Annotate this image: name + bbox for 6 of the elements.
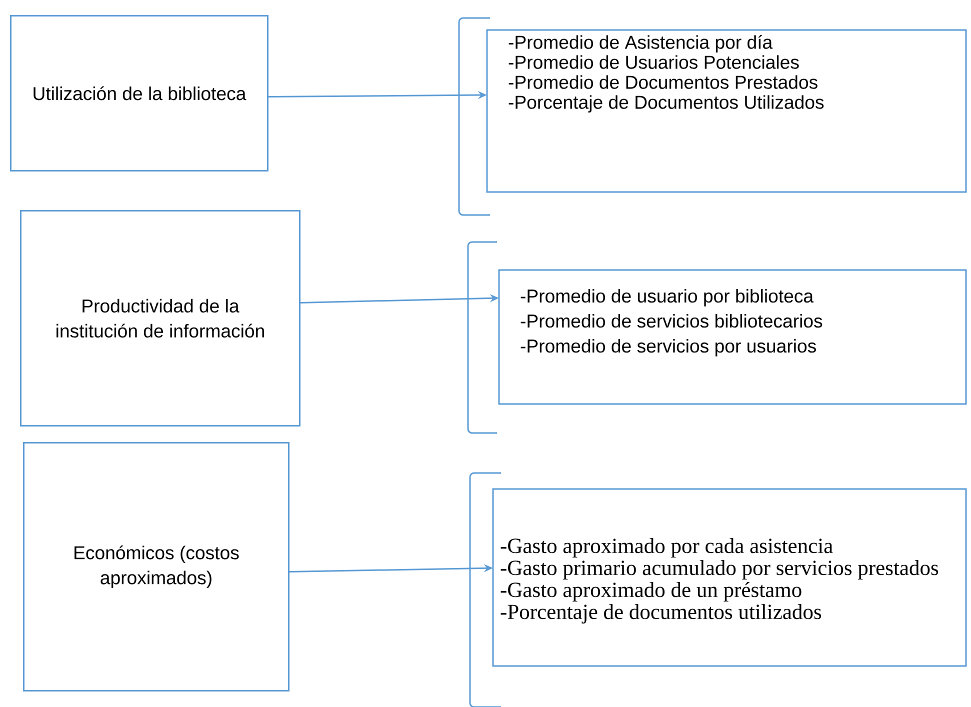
- list-box: -Gasto aproximado por cada asistencia -Gasto primario acumulado por servicios prestados -Gasto aproximado de un préstamo -Porcentaje de documentos utilizados: [492, 488, 967, 667]
- category-box: Utilización de la biblioteca: [10, 15, 268, 172]
- category-box: Productividad de la institución de información: [20, 210, 300, 426]
- category-box: Económicos (costos aproximados): [23, 442, 290, 692]
- list-box: -Promedio de usuario por biblioteca -Promedio de servicios bibliotecarios -Promedio de servicios por usuarios: [498, 269, 967, 405]
- list-box: -Promedio de Asistencia por día -Promedio de Usuarios Potenciales -Promedio de Documentos Prestados -Porcentaje de Documentos Utilizados: [486, 29, 967, 193]
